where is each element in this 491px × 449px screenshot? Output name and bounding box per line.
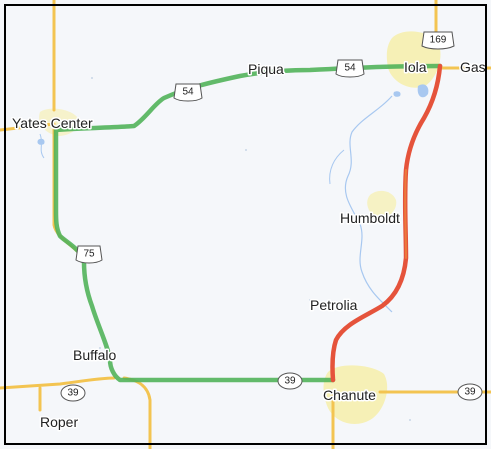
shield-us54-a: 54 xyxy=(173,83,203,102)
river-neosho xyxy=(344,95,393,313)
label-buffalo[interactable]: Buffalo xyxy=(72,346,119,365)
creek-1 xyxy=(329,149,345,185)
lake-iola xyxy=(417,84,429,98)
shield-us169: 169 xyxy=(421,31,455,50)
label-yates-center[interactable]: Yates Center xyxy=(11,114,95,133)
route-green xyxy=(53,63,443,383)
label-roper[interactable]: Roper xyxy=(39,413,80,432)
label-humboldt[interactable]: Humboldt xyxy=(339,209,402,228)
shield-k39-c: 39 xyxy=(457,383,483,401)
svg-text:54: 54 xyxy=(344,63,356,74)
town-area-humboldt xyxy=(367,190,397,219)
town-area-chanute xyxy=(323,365,388,424)
shield-k39-a: 39 xyxy=(277,372,303,390)
shield-us54-b: 54 xyxy=(335,59,365,78)
svg-text:39: 39 xyxy=(67,388,79,399)
label-petrolia[interactable]: Petrolia xyxy=(309,296,360,315)
pond-2 xyxy=(37,138,45,145)
map-speckles xyxy=(91,77,411,421)
shield-us75: 75 xyxy=(75,245,103,264)
route-orange-overlay xyxy=(404,169,407,259)
shield-k39-b: 39 xyxy=(60,384,86,402)
label-gas[interactable]: Gas xyxy=(459,58,488,77)
label-chanute[interactable]: Chanute xyxy=(322,386,378,405)
label-iola[interactable]: Iola xyxy=(403,58,429,77)
pond-1 xyxy=(393,91,401,97)
label-piqua[interactable]: Piqua xyxy=(247,60,286,79)
svg-text:54: 54 xyxy=(182,87,194,98)
creek-2 xyxy=(39,133,45,159)
svg-text:39: 39 xyxy=(284,376,296,387)
svg-text:75: 75 xyxy=(83,249,95,260)
svg-text:39: 39 xyxy=(464,387,476,398)
svg-text:169: 169 xyxy=(430,35,447,46)
